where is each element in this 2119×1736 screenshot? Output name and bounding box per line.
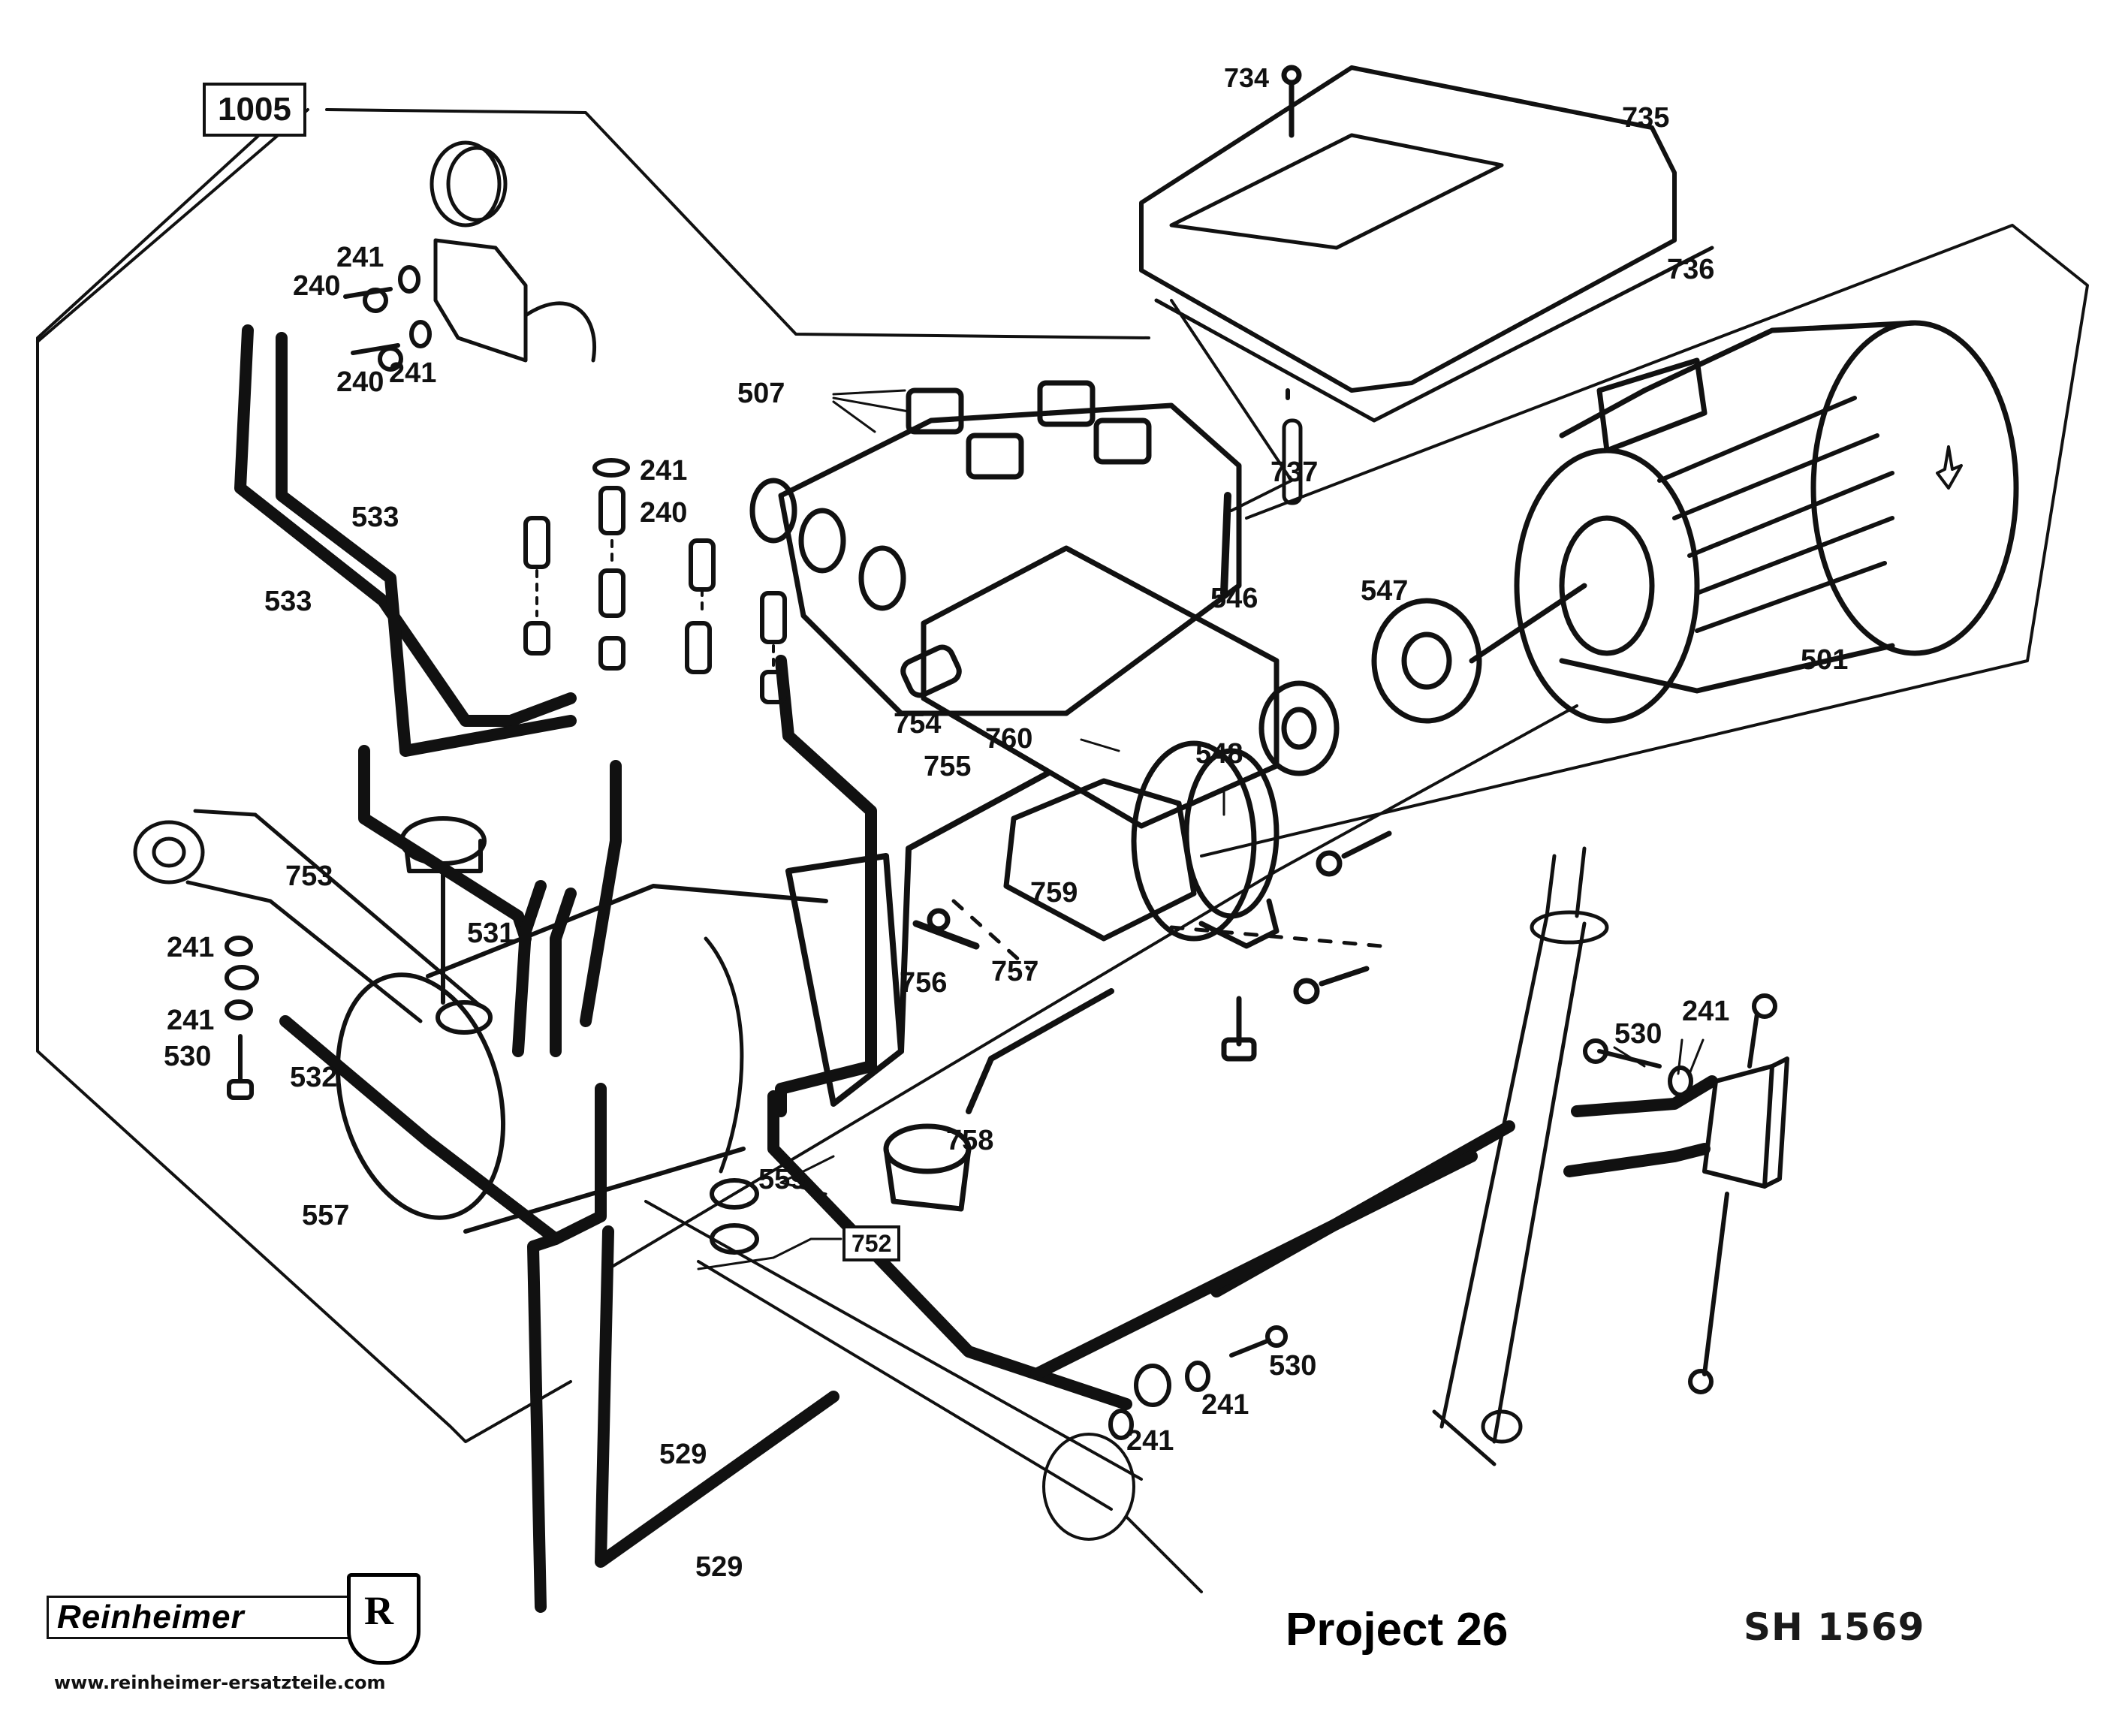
part-label-532[interactable]: 532	[290, 1062, 338, 1093]
part-label-737[interactable]: 737	[1270, 457, 1319, 488]
document-title: Project 26	[1286, 1604, 1509, 1656]
leader-lines	[697, 389, 1705, 1270]
part-label-546[interactable]: 546	[1210, 583, 1258, 614]
part-label-530b[interactable]: 530	[1269, 1350, 1317, 1382]
part-label-758[interactable]: 758	[946, 1125, 994, 1156]
valve-block-507	[749, 380, 1280, 829]
part-label-241e[interactable]: 241	[167, 1005, 215, 1036]
brand-url[interactable]: www.reinheimer-ersatzteile.com	[54, 1672, 386, 1693]
part-label-760[interactable]: 760	[985, 723, 1033, 755]
part-label-557[interactable]: 557	[302, 1200, 350, 1231]
spider-548	[1258, 680, 1340, 776]
motor-501	[1469, 320, 2019, 724]
brand-logo: Reinheimer R www.reinheimer-ersatzteile.…	[47, 1573, 422, 1693]
pump-759	[912, 740, 1280, 950]
part-label-754[interactable]: 754	[894, 708, 942, 740]
assembly-ref-752[interactable]: 752	[842, 1225, 901, 1261]
filter-758	[883, 1123, 972, 1212]
part-label-533a[interactable]: 533	[351, 502, 399, 533]
brand-emblem-letter: R	[364, 1588, 393, 1633]
part-label-756[interactable]: 756	[900, 967, 948, 999]
part-label-736[interactable]: 736	[1667, 254, 1715, 285]
bolts	[951, 830, 1392, 1062]
part-label-530a[interactable]: 530	[164, 1041, 212, 1072]
fittings-1005	[343, 265, 432, 372]
coupling-547	[1371, 598, 1482, 724]
part-label-240a[interactable]: 240	[293, 270, 341, 302]
part-label-753[interactable]: 753	[285, 860, 333, 892]
arrow-down-icon	[1936, 445, 1963, 490]
brand-name: Reinheimer	[57, 1599, 245, 1635]
shield-icon: R	[347, 1573, 420, 1665]
part-label-241b[interactable]: 241	[389, 357, 437, 389]
part-label-559[interactable]: 559	[758, 1164, 806, 1195]
drawing-code: SH 1569	[1744, 1605, 1925, 1649]
part-label-240c[interactable]: 240	[640, 497, 688, 529]
part-label-241d[interactable]: 241	[167, 932, 215, 963]
part-label-755[interactable]: 755	[924, 751, 972, 782]
part-label-547[interactable]: 547	[1361, 575, 1409, 607]
hydraulic-hoses	[234, 324, 1718, 1613]
part-label-531[interactable]: 531	[467, 918, 515, 949]
part-label-533b[interactable]: 533	[264, 586, 312, 617]
assembly-ref-1005[interactable]: 1005	[203, 83, 306, 137]
hydraulic-cylinder	[1432, 846, 1609, 1466]
part-label-530c[interactable]: 530	[1614, 1018, 1662, 1050]
part-label-241h[interactable]: 241	[1682, 996, 1730, 1027]
part-label-529a[interactable]: 529	[659, 1439, 707, 1470]
part-label-507[interactable]: 507	[737, 378, 785, 409]
manifold-block	[1688, 993, 1789, 1394]
part-label-241a[interactable]: 241	[336, 242, 384, 273]
part-label-529b[interactable]: 529	[695, 1551, 743, 1583]
pipe-757	[966, 988, 1114, 1114]
vertical-fittings	[523, 458, 787, 704]
sleeve-737	[1282, 418, 1303, 505]
cover-735	[1139, 65, 1714, 512]
part-label-241c[interactable]: 241	[640, 455, 688, 487]
left-fittings	[225, 936, 259, 1100]
bottom-fittings	[1108, 1038, 1693, 1440]
pressure-switch-754	[900, 644, 962, 698]
gauge-icon	[430, 140, 596, 363]
part-label-735[interactable]: 735	[1622, 102, 1670, 134]
screw-734	[1281, 65, 1302, 138]
part-label-241g[interactable]: 241	[1126, 1425, 1174, 1457]
part-label-241f[interactable]: 241	[1201, 1389, 1249, 1421]
part-label-240b[interactable]: 240	[336, 366, 384, 398]
part-label-757[interactable]: 757	[991, 956, 1039, 987]
part-label-734[interactable]: 734	[1224, 62, 1270, 93]
frame-tube	[133, 809, 483, 1023]
pipe-755	[898, 770, 1050, 1054]
part-label-501[interactable]: 501	[1801, 644, 1849, 676]
part-label-548[interactable]: 548	[1195, 738, 1243, 770]
lower-frame	[607, 704, 1578, 1593]
assembly-1005-outline	[36, 108, 2089, 1443]
part-label-759[interactable]: 759	[1030, 877, 1078, 909]
